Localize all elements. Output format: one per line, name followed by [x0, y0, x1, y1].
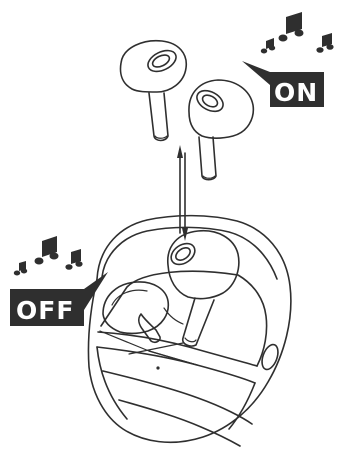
right-earbud-floating — [189, 80, 253, 180]
off-music-notes-icon — [14, 236, 83, 276]
off-label-text: OFF — [16, 296, 74, 325]
on-label: ON — [242, 61, 324, 107]
left-earbud-floating — [120, 41, 186, 141]
on-music-notes-icon — [261, 12, 334, 54]
on-label-text: ON — [274, 78, 318, 107]
right-earbud-in-case — [164, 231, 239, 346]
